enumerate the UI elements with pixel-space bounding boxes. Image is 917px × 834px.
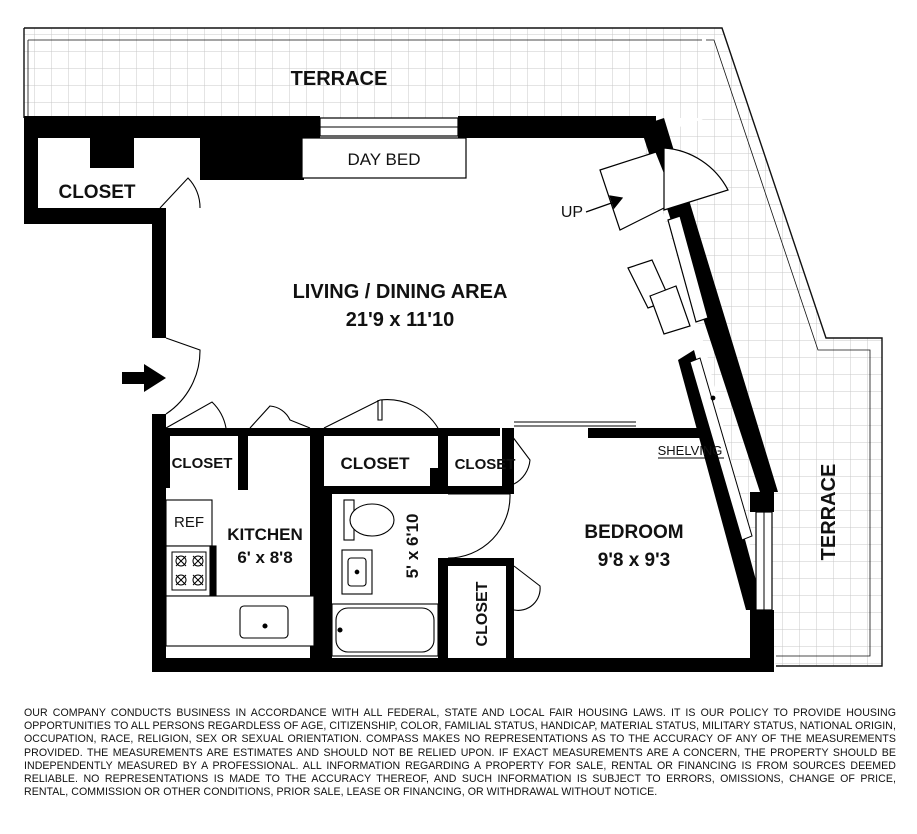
- slanted-window: [667, 215, 709, 323]
- day-bed: DAY BED: [301, 137, 467, 179]
- closet-1-label: CLOSET: [172, 455, 233, 472]
- up-label: UP: [561, 204, 583, 221]
- bedroom-dims: 9'8 x 9'3: [598, 550, 670, 571]
- floor-plan: DAY BED: [23, 27, 883, 672]
- day-bed-label: DAY BED: [347, 150, 420, 169]
- shelving-label: SHELVING: [658, 443, 723, 458]
- door-swings: [159, 177, 541, 611]
- toilet-icon: [343, 499, 395, 541]
- entry-arrow-icon: [122, 364, 166, 392]
- terrace-top-label: TERRACE: [291, 68, 388, 90]
- bath-dims: 5' x 6'10: [403, 514, 422, 579]
- closet-2-label: CLOSET: [341, 454, 411, 473]
- living-dims: 21'9 x 11'10: [346, 309, 455, 331]
- up-arrow-icon: [585, 195, 624, 213]
- bedroom-title: BEDROOM: [584, 522, 683, 543]
- room-labels: TERRACE CLOSET UP LIVING / DINING AREA 2…: [58, 68, 840, 646]
- closet-entry-label: CLOSET: [58, 182, 135, 203]
- ref-label: REF: [174, 514, 204, 531]
- exterior-walls: [24, 116, 778, 672]
- shelving: [658, 357, 753, 541]
- interior-walls: [152, 428, 700, 658]
- stove-icon: [171, 551, 207, 591]
- closet-3-label: CLOSET: [455, 456, 516, 473]
- kitchen-fixtures: [165, 499, 315, 647]
- sink-icon: [341, 549, 373, 595]
- kitchen-dims: 6' x 8'8: [237, 548, 292, 567]
- legal-disclaimer: OUR COMPANY CONDUCTS BUSINESS IN ACCORDA…: [24, 707, 896, 799]
- kitchen-title: KITCHEN: [227, 525, 303, 544]
- terrace-top: [23, 27, 710, 118]
- terrace-right-label: TERRACE: [818, 464, 840, 561]
- stair-icon: [599, 147, 729, 335]
- closet-4-label: CLOSET: [474, 581, 491, 646]
- living-title: LIVING / DINING AREA: [293, 281, 508, 303]
- bathtub-icon: [331, 603, 439, 657]
